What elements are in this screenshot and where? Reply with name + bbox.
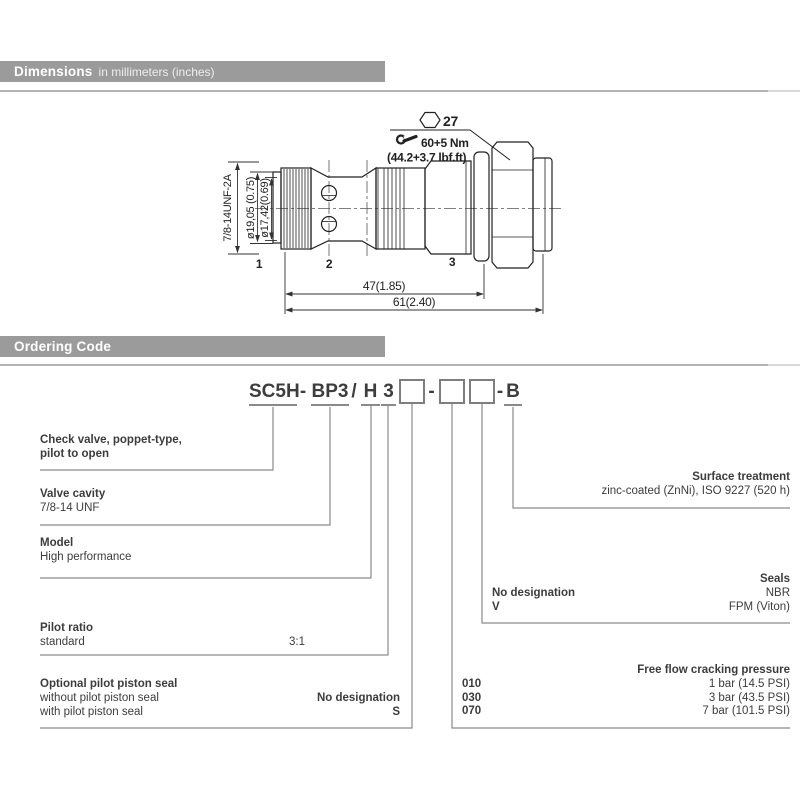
divider-rule <box>0 90 768 92</box>
pilot-seal-row: without pilot piston seal No designation <box>40 692 400 706</box>
divider-rule-2-tail <box>768 364 800 366</box>
valve-cavity-value: 7/8-14 UNF <box>40 501 100 514</box>
dimension-lines <box>228 161 544 314</box>
port-end <box>532 157 553 252</box>
ordering-header-bar: Ordering Code <box>0 336 385 357</box>
cracking-option-value: 3 bar (43.5 PSI) <box>708 691 790 704</box>
seals-option-code: No designation <box>492 586 576 599</box>
surface-value: zinc-coated (ZnNi), ISO 9227 (520 h) <box>601 484 790 497</box>
pilot-ratio-value: 3:1 <box>289 635 305 648</box>
seals-option-value: FPM (Viton) <box>728 600 790 613</box>
torque-imperial-label: (44.2+3.7 lbf.ft) <box>387 151 467 165</box>
block-valve-cavity: Valve cavity 7/8-14 UNF <box>40 488 340 516</box>
pilot-seal-row: with pilot piston seal S <box>40 706 400 720</box>
wrench-size-label: 27 <box>443 113 458 129</box>
seals-option-code: V <box>492 600 500 613</box>
diameter-outer-label: ø19,05 (0.75) <box>245 177 257 239</box>
valve-detail-lines <box>283 158 546 254</box>
cracking-title: Free flow cracking pressure <box>637 664 790 676</box>
seals-title: Seals <box>759 573 790 585</box>
diameter-inner-label: ø17,42(0.69) <box>259 178 271 237</box>
leader-line <box>390 129 511 161</box>
code-box-seal-option <box>399 379 425 404</box>
seals-row: V FPM (Viton) <box>492 601 790 615</box>
cracking-option-value: 7 bar (101.5 PSI) <box>702 705 790 718</box>
torque-metric-label: 60+5 Nm <box>421 136 469 150</box>
block-cracking-pressure: Free flow cracking pressure 010 1 bar (1… <box>462 664 790 719</box>
seals-option-value: NBR <box>765 586 790 599</box>
pilot-seal-option-code: S <box>392 705 400 718</box>
pilot-seal-option-label: without pilot piston seal <box>40 691 159 704</box>
port-1-label: 1 <box>256 257 263 271</box>
code-box-cracking-pressure <box>439 379 465 404</box>
cracking-row: 010 1 bar (14.5 PSI) <box>462 678 790 692</box>
divider-rule-tail <box>768 90 800 92</box>
block-model: Model High performance <box>40 537 340 565</box>
pilot-ratio-label: standard <box>40 635 85 648</box>
port-3-label: 3 <box>449 255 456 269</box>
wrench-icon <box>395 134 418 145</box>
check-valve-line2: pilot to open <box>40 447 109 460</box>
pilot-seal-option-code: No designation <box>316 691 400 704</box>
code-suffix: B <box>504 381 522 406</box>
block-check-valve: Check valve, poppet-type, pilot to open <box>40 434 340 462</box>
valve-body-outline <box>272 141 553 269</box>
dimensions-subtitle: in millimeters (inches) <box>98 64 215 79</box>
code-model: H <box>361 381 380 406</box>
block-pilot-seal: Optional pilot piston seal without pilot… <box>40 678 400 719</box>
hex-nut <box>491 141 534 269</box>
code-separator: - <box>428 381 435 402</box>
code-ratio: 3 <box>381 381 396 406</box>
port-2-label: 2 <box>326 257 333 271</box>
pilot-seal-option-label: with pilot piston seal <box>40 705 143 718</box>
ordering-title: Ordering Code <box>14 339 112 354</box>
model-title: Model <box>40 537 74 549</box>
code-family: SC5H <box>249 381 300 406</box>
cracking-option-code: 030 <box>462 691 482 704</box>
code-box-seals <box>469 379 495 404</box>
divider-rule-2 <box>0 364 768 366</box>
valve-cavity-title: Valve cavity <box>40 488 106 500</box>
block-seals: Seals No designation NBR V FPM (Viton) <box>492 573 790 614</box>
cracking-row: 030 3 bar (43.5 PSI) <box>462 692 790 706</box>
pilot-ratio-title: Pilot ratio <box>40 622 94 634</box>
code-separator: - <box>496 381 504 402</box>
check-valve-line1: Check valve, poppet-type, <box>40 434 182 446</box>
length-47-label: 47(1.85) <box>363 279 406 293</box>
code-cavity: BP3 <box>311 381 349 406</box>
hexagon-icon <box>419 111 441 129</box>
block-surface-treatment: Surface treatment zinc-coated (ZnNi), IS… <box>490 471 790 499</box>
code-separator: - <box>299 381 307 402</box>
cracking-option-code: 010 <box>462 677 482 690</box>
block-pilot-ratio: Pilot ratio standard 3:1 <box>40 622 305 650</box>
thread-label: 7/8-14UNF-2A <box>222 173 234 241</box>
seals-row: No designation NBR <box>492 587 790 601</box>
pilot-seal-title: Optional pilot piston seal <box>40 678 178 690</box>
cross-hole-bottom <box>320 215 338 233</box>
cracking-option-code: 070 <box>462 705 482 718</box>
length-61-label: 61(2.40) <box>393 295 436 309</box>
model-value: High performance <box>40 550 132 563</box>
dimensions-title: Dimensions <box>14 64 93 79</box>
cracking-row: 070 7 bar (101.5 PSI) <box>462 705 790 719</box>
surface-title: Surface treatment <box>692 471 790 483</box>
code-slash: / <box>351 381 357 402</box>
valve-technical-drawing: 27 60+5 Nm (44.2+3.7 lbf.ft) 7/8-14UNF-2… <box>222 111 562 314</box>
cracking-option-value: 1 bar (14.5 PSI) <box>708 677 790 690</box>
cross-hole-top <box>320 184 338 202</box>
dimensions-header-bar: Dimensions in millimeters (inches) <box>0 61 385 82</box>
